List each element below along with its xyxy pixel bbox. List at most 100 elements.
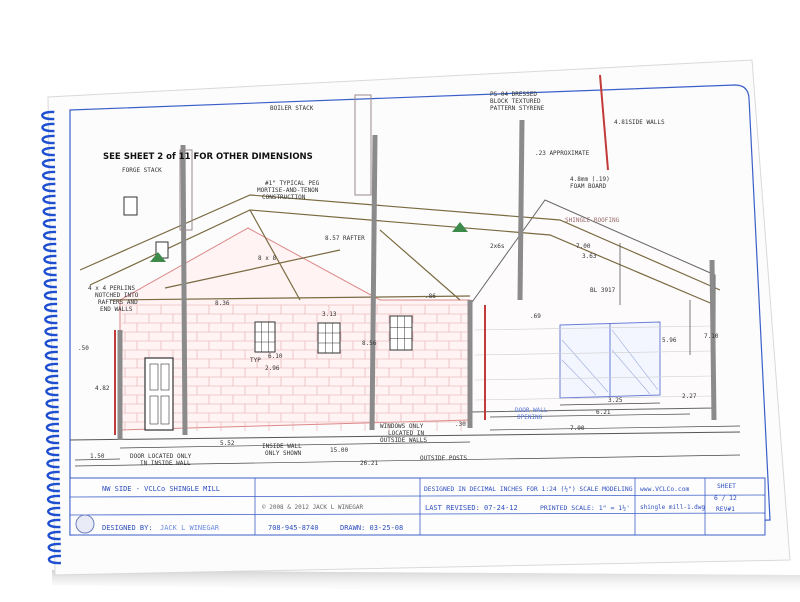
dim-30: .30 [455, 421, 466, 428]
spiral-coil [46, 458, 60, 469]
typ-label: TYP [250, 357, 261, 364]
dim-2621: 26.21 [360, 460, 378, 467]
dim-610: 6.10 [268, 353, 283, 360]
paper-shadow [52, 570, 800, 595]
dim-700a: 7.00 [576, 243, 591, 250]
ps04-label-2: BLOCK TEXTURED [490, 98, 541, 105]
phone-text: 708-945-8740 [268, 524, 319, 532]
forge-stack-label: FORGE STACK [122, 167, 162, 174]
windows-note-2: LOCATED IN [388, 430, 425, 437]
spiral-coil [47, 554, 62, 565]
dim-313: 3.13 [322, 311, 337, 318]
peg-label-1: #1" TYPICAL PEG [265, 180, 320, 187]
dimension-lines [74, 243, 741, 467]
dim-1500: 15.00 [330, 447, 348, 454]
door-wall-note-1: DOOR WALL [515, 407, 548, 414]
title-block: NW SIDE - VCLCo SHINGLE MILL DESIGNED BY… [69, 477, 766, 536]
spiral-coil [41, 122, 55, 133]
dim-50: .50 [78, 345, 89, 352]
lamp-icon [150, 252, 166, 262]
dim-836: 8.36 [215, 300, 230, 307]
sheet-number: 6 / 12 [714, 495, 737, 502]
dim-325: 3.25 [608, 397, 623, 404]
dim-363: 3.63 [582, 253, 597, 260]
website-text: www.VCLCo.com [640, 486, 689, 493]
ps04-label-3: PATTERN STYRENE [490, 105, 545, 112]
dim-552: 5.52 [220, 440, 235, 447]
spiral-coil [44, 362, 59, 373]
spiral-coil [42, 194, 56, 205]
foam-label-1: 4.8mm (.19) [570, 176, 610, 183]
roof-truss [79, 194, 721, 306]
spiral-coil [46, 470, 60, 481]
spiral-coil [41, 170, 56, 181]
spiral-binding [41, 110, 62, 565]
door-wall-note-2: OPENING [517, 414, 543, 421]
inside-wall-note-1: INSIDE WALL [262, 443, 302, 450]
dim-621: 6.21 [596, 409, 611, 416]
spiral-coil [45, 422, 60, 433]
eight-by-eight-label: 8 x 8 [258, 255, 276, 262]
spiral-coil [47, 506, 61, 517]
spiral-coil [41, 146, 55, 157]
spiral-coil [42, 230, 57, 241]
revision-text: REV#1 [716, 506, 735, 513]
spiral-coil [42, 182, 56, 193]
windows [123, 196, 413, 354]
shingle-label: SHINGLE ROOFING [565, 217, 620, 224]
printed-scale: PRINTED SCALE: 1" = 1½' [540, 504, 630, 512]
spiral-coil [41, 158, 56, 169]
scale-note: DESIGNED IN DECIMAL INCHES FOR 1:24 (½")… [424, 485, 633, 493]
spiral-coil [44, 314, 58, 325]
boiler-stack-label: BOILER STACK [270, 105, 314, 112]
forge-stack [179, 149, 193, 231]
perlin-label-1: 4 x 4 PERLINS [88, 285, 135, 292]
file-text: shingle mill-1.dwg [640, 504, 705, 511]
perlin-label-2: NOTCHED INTO [95, 292, 139, 299]
dim-227: 2.27 [682, 393, 697, 400]
spiral-coil [44, 350, 58, 361]
sheet-label: SHEET [717, 483, 736, 490]
spiral-coil [44, 338, 58, 349]
title-text: NW SIDE - VCLCo SHINGLE MILL [102, 485, 220, 493]
rafter-label: 8.57 RAFTER [325, 235, 365, 242]
windows-note-3: OUTSIDE WALLS [380, 437, 427, 444]
dim-596: 5.96 [662, 337, 677, 344]
spiral-coil [43, 266, 57, 277]
spiral-coil [41, 110, 55, 121]
windows-note-1: WINDOWS ONLY [380, 423, 424, 430]
dim-710: 7.10 [704, 333, 719, 340]
door-note-1: DOOR LOCATED ONLY [130, 453, 192, 460]
spiral-coil [43, 242, 57, 253]
dim-86: .86 [425, 293, 436, 300]
copyright-text: © 2008 & 2012 JACK L WINEGAR [262, 504, 364, 511]
boiler-stack [354, 94, 372, 196]
spiral-coil [41, 134, 55, 145]
perlin-label-3: RAFTERS AND [98, 299, 138, 306]
shed-wall [469, 199, 716, 413]
ground-line [69, 431, 741, 441]
perlin-label-4: END WALLS [100, 306, 133, 313]
revised-text: LAST REVISED: 07-24-12 [425, 504, 518, 512]
spiral-coil [45, 386, 59, 397]
spiral-coil [43, 290, 58, 301]
seal-logo-icon [75, 514, 95, 534]
dim-296: 2.96 [265, 365, 280, 372]
spiral-coil [45, 410, 59, 421]
spiral-coil [46, 446, 60, 457]
ps04-label-1: PS-04 DRESSED [490, 91, 537, 98]
side-walls-label: 4.81SIDE WALLS [614, 119, 665, 126]
spiral-coil [43, 278, 57, 289]
door-note-2: IN INSIDE WALL [140, 460, 191, 467]
dim-856: 8.56 [362, 340, 377, 347]
spiral-coil [47, 518, 61, 529]
dim-700b: 7.00 [570, 425, 585, 432]
drawing-annotations: SEE SHEET 2 of 11 FOR OTHER DIMENSIONS B… [78, 91, 719, 467]
spiral-coil [45, 398, 59, 409]
drawn-text: DRAWN: 03-25-08 [340, 524, 403, 532]
spiral-coil [47, 542, 61, 553]
dim-150: 1.50 [90, 453, 105, 460]
inside-door [144, 357, 174, 431]
